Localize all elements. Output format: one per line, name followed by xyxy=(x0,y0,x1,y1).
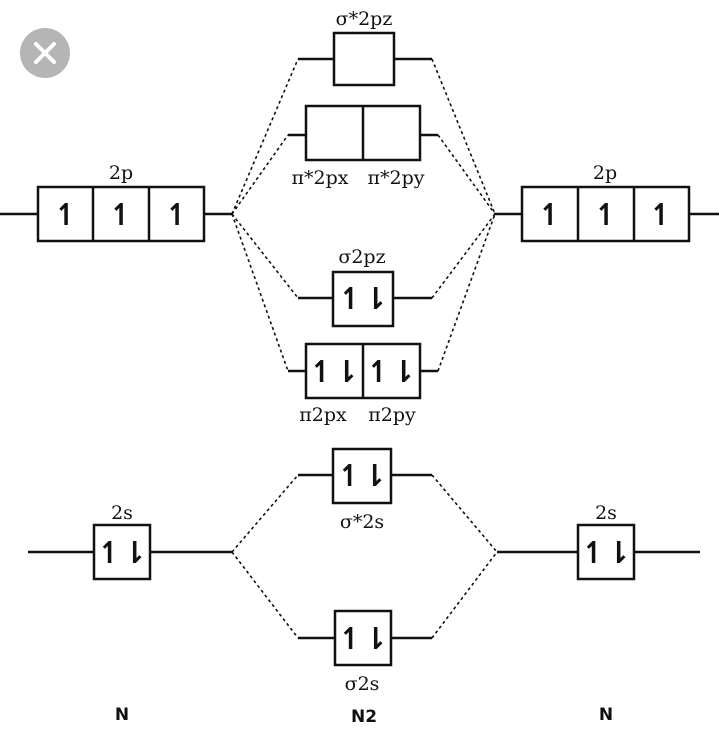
electron-pair-arrows: ↿⇂ xyxy=(581,536,631,571)
sigma-2pz-label: σ2pz xyxy=(338,246,385,268)
sigma-2pz-box xyxy=(331,270,395,328)
electron-pair-arrows: ↿⇂ xyxy=(366,355,416,390)
electron-pair-arrows: ↿⇂ xyxy=(337,459,387,494)
left-2s-box xyxy=(92,523,152,581)
right-2p-label: 2p xyxy=(593,162,617,184)
electron-pair-arrows: ↿⇂ xyxy=(309,355,359,390)
electron-arrow: ↿ xyxy=(648,198,673,233)
sigma-star-2s-box xyxy=(331,447,393,505)
electron-arrow: ↿ xyxy=(108,198,133,233)
left-atom-label: N xyxy=(115,705,129,725)
electron-pair-arrows: ↿⇂ xyxy=(338,282,388,317)
correlation-lines xyxy=(231,58,498,639)
pi-star-2py-label: π*2py xyxy=(368,167,425,189)
right-2s-label: 2s xyxy=(595,502,617,524)
left-2p-box xyxy=(36,185,206,243)
right-atom-label: N xyxy=(599,705,613,725)
molecule-label: N2 xyxy=(351,707,377,727)
sigma-star-2pz-label: σ*2pz xyxy=(336,8,393,30)
electron-arrow: ↿ xyxy=(537,198,562,233)
left-2p-label: 2p xyxy=(109,162,133,184)
sigma-2s-label: σ2s xyxy=(345,673,380,695)
sigma-2s-box xyxy=(333,609,393,667)
electron-arrow: ↿ xyxy=(164,198,189,233)
right-2s-box xyxy=(576,523,636,581)
right-2p-box xyxy=(520,185,691,243)
electron-pair-arrows: ↿⇂ xyxy=(338,622,388,657)
sigma-star-2pz-box xyxy=(332,31,396,87)
pi-2px-label: π2px xyxy=(299,404,347,426)
sigma-star-2s-label: σ*2s xyxy=(340,511,384,533)
close-icon xyxy=(34,42,56,64)
pi-star-2px-label: π*2px xyxy=(292,167,349,189)
close-button[interactable] xyxy=(20,28,70,78)
left-2s-label: 2s xyxy=(111,502,133,524)
electron-arrow: ↿ xyxy=(53,198,78,233)
pi-2py-label: π2py xyxy=(368,404,416,426)
electron-arrow: ↿ xyxy=(593,198,618,233)
electron-pair-arrows: ↿⇂ xyxy=(97,536,147,571)
